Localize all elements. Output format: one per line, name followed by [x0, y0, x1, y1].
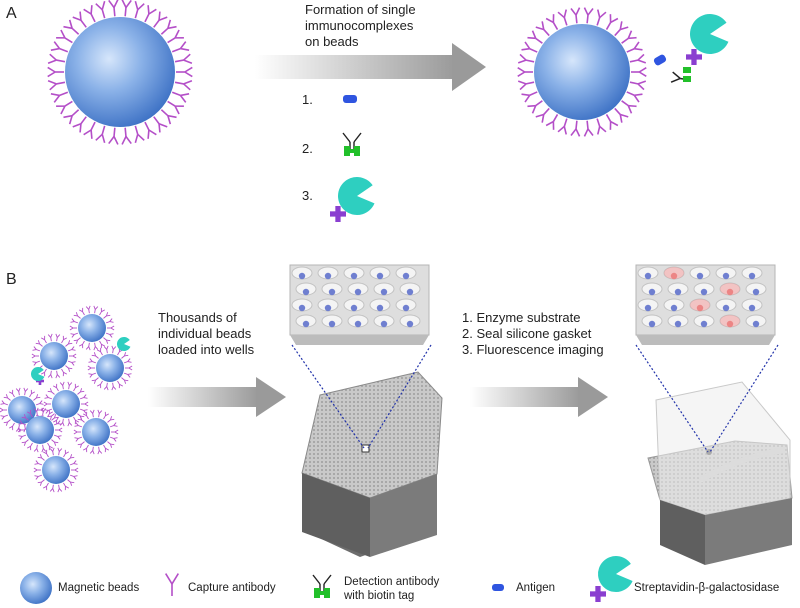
panel-label-a: A [6, 5, 17, 22]
process-arrow-b2 [470, 377, 608, 417]
loading-text-2: individual beads [158, 326, 252, 341]
bead-with-immunocomplex-a [517, 7, 729, 137]
processing-step-2: 2. Seal silicone gasket [462, 326, 592, 341]
well-array-chip-2 [647, 381, 793, 565]
step-3-enzyme-icon [330, 177, 375, 222]
detection-antibody-icon [312, 574, 332, 598]
bead-with-capture-antibodies-a [47, 0, 193, 145]
process-arrow-a [255, 43, 486, 91]
microwell-zoom-1 [289, 264, 430, 345]
legend-beads-label: Magnetic beads [58, 582, 140, 594]
free-beads-cluster [0, 305, 133, 493]
zoom-lines-1 [291, 344, 432, 449]
legend [20, 556, 633, 604]
loading-text-1: Thousands of [158, 310, 237, 325]
microwell-zoom-2 [635, 264, 776, 345]
step-1-antigen-icon [343, 95, 357, 103]
antigen-icon [492, 584, 504, 591]
legend-antigen-label: Antigen [516, 582, 556, 594]
legend-enzyme-label: Streptavidin-β-galactosidase [634, 582, 780, 594]
legend-detection-label-1: Detection antibody [344, 576, 440, 588]
legend-capture-label: Capture antibody [188, 582, 276, 594]
processing-step-1: 1. Enzyme substrate [462, 310, 581, 325]
well-array-chip-1 [301, 371, 443, 557]
magnetic-bead-icon [20, 572, 52, 604]
zoom-lines-2 [635, 344, 779, 453]
section-a-heading-1: Formation of single [305, 2, 416, 17]
step-1-label: 1. [302, 92, 313, 107]
legend-detection-label-2: with biotin tag [344, 590, 415, 602]
step-3-label: 3. [302, 188, 313, 203]
processing-step-3: 3. Fluorescence imaging [462, 342, 604, 357]
process-arrow-b1 [148, 377, 286, 417]
capture-antibody-icon [164, 573, 180, 596]
section-a-heading-3: on beads [305, 34, 359, 49]
enzyme-icon [590, 556, 633, 602]
step-2-detection-antibody-icon [342, 132, 362, 156]
step-2-label: 2. [302, 141, 313, 156]
loading-text-3: loaded into wells [158, 342, 255, 357]
section-a-heading-2: immunocomplexes [305, 18, 414, 33]
panel-label-b: B [6, 271, 17, 288]
